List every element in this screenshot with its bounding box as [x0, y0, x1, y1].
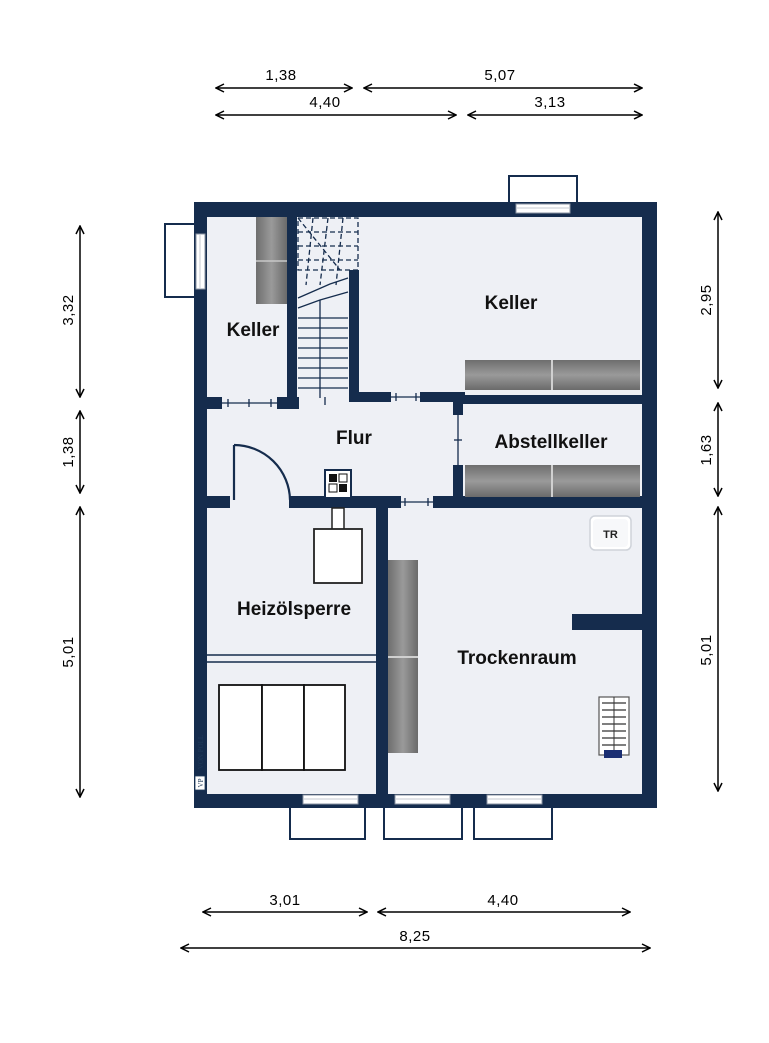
dim-bottom-4-40: 4,40: [487, 892, 518, 909]
door-swing-heizoelsperre: [232, 443, 292, 501]
dim-top-3-13: 3,13: [534, 94, 565, 111]
dim-right-1-63: 1,63: [698, 434, 715, 465]
staircase-upper-dashed: [297, 217, 359, 286]
dim-top-4-40: 4,40: [309, 94, 340, 111]
dim-right-2-95: 2,95: [698, 284, 715, 315]
boiler: [313, 507, 363, 584]
oil-tanks: [218, 684, 346, 771]
cabinet-trockenraum: [388, 560, 418, 753]
dim-bottom-8-25: 8,25: [399, 928, 430, 945]
room-label-keller-large: Keller: [485, 293, 538, 314]
tr-label: TR: [603, 529, 618, 541]
cabinet-keller-small: [256, 217, 287, 304]
room-label-abstellkeller: Abstellkeller: [495, 432, 609, 453]
drying-rack: [598, 696, 630, 758]
logo-mark: VP: [197, 778, 205, 787]
window-sill-lines: [199, 207, 570, 800]
chimney-symbol: [324, 469, 352, 499]
dim-left-3-32: 3,32: [60, 294, 77, 325]
logo-text: VON POLL: [197, 735, 205, 769]
dim-right-5-01: 5,01: [698, 634, 715, 665]
dimension-lines: [80, 88, 718, 948]
dryer-tr-symbol: TR: [589, 515, 632, 551]
dim-left-5-01: 5,01: [60, 636, 77, 667]
room-label-keller-small: Keller: [227, 320, 280, 341]
staircase: [297, 277, 349, 398]
room-label-heizoelsperre: Heizölsperre: [237, 599, 351, 620]
door-openings: [222, 393, 462, 506]
window-bays: [164, 175, 578, 840]
room-label-flur: Flur: [336, 428, 372, 449]
cabinet-keller-large: [465, 360, 640, 390]
cabinet-abstellkeller: [465, 465, 640, 497]
dim-top-1-38: 1,38: [265, 67, 296, 84]
dim-top-5-07: 5,07: [484, 67, 515, 84]
dim-bottom-3-01: 3,01: [269, 892, 300, 909]
room-label-trockenraum: Trockenraum: [457, 648, 576, 669]
oil-tank-barrier: [207, 654, 376, 663]
dim-left-1-38: 1,38: [60, 436, 77, 467]
von-poll-logo: VP VON POLL: [194, 735, 206, 791]
